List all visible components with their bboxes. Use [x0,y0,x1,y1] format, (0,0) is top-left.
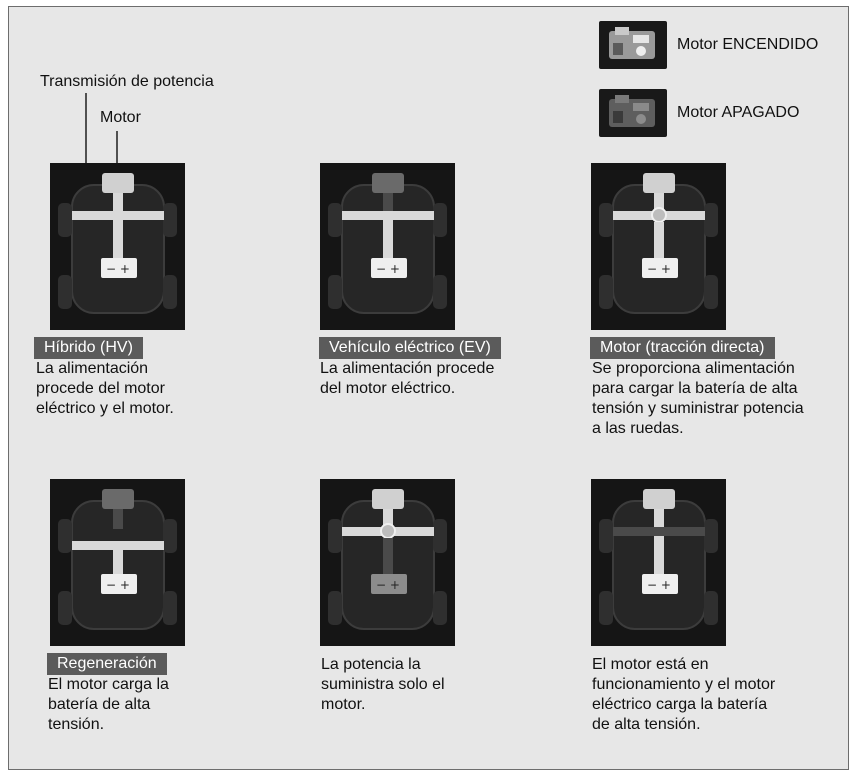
mode-desc-line: La alimentación procede [320,360,495,377]
mode-badge-engine-direct: Motor (tracción directa) [590,337,775,359]
mode-desc-line: de alta tensión. [592,716,701,733]
mode-badge-regeneration: Regeneración [47,653,167,675]
svg-text:− +: − + [106,578,130,592]
svg-text:− +: − + [376,262,400,276]
mode-desc-line: suministra solo el [321,676,445,693]
car-flow-engine-charging-icon: − + [599,489,718,630]
mode-desc-engine-charging: El motor está en funcionamiento y el mot… [592,655,832,735]
car-flow-engine-only-icon: − + [328,489,447,630]
engine-on-icon [599,21,667,69]
car-flow-hybrid-icon: − + [58,173,177,314]
callout-engine: Motor [100,109,141,126]
legend-engine-off-label: Motor APAGADO [677,104,800,121]
mode-desc-engine-only: La potencia la suministra solo el motor. [321,655,536,715]
callout-transmission: Transmisión de potencia [40,73,214,90]
mode-desc-line: La alimentación [36,360,149,377]
mode-tile-engine-only: − + [320,479,455,646]
mode-desc-line: Se proporciona alimentación [592,360,795,377]
mode-desc-line: tensión. [48,716,105,733]
mode-tile-engine-charging: − + [591,479,726,646]
mode-desc-line: eléctrico carga la batería [592,696,768,713]
mode-desc-line: El motor está en [592,656,709,673]
legend-engine-on-label: Motor ENCENDIDO [677,36,819,53]
mode-desc-line: tensión y suministrar potencia [592,400,804,417]
mode-desc-hybrid: La alimentación procede del motor eléctr… [36,359,251,419]
mode-badge-hybrid: Híbrido (HV) [34,337,143,359]
engine-off-icon [599,89,667,137]
mode-tile-ev: − + [320,163,455,330]
car-flow-ev-icon: − + [328,173,447,314]
mode-desc-regeneration: El motor carga la batería de alta tensió… [48,675,263,735]
mode-desc-ev: La alimentación procede del motor eléctr… [320,359,535,399]
svg-text:− +: − + [647,578,671,592]
mode-desc-line: eléctrico y el motor. [36,400,174,417]
mode-tile-regeneration: − + [50,479,185,646]
car-flow-engine-direct-icon: − + [599,173,718,314]
legend-engine-on: Motor ENCENDIDO [599,21,818,69]
mode-badge-ev: Vehículo eléctrico (EV) [319,337,501,359]
mode-desc-engine-direct: Se proporciona alimentación para cargar … [592,359,837,439]
svg-text:− +: − + [106,262,130,276]
mode-desc-line: del motor eléctrico. [320,380,456,397]
svg-text:− +: − + [376,578,400,592]
mode-desc-line: para cargar la batería de alta [592,380,798,397]
mode-desc-line: motor. [321,696,366,713]
mode-tile-engine-direct: − + [591,163,726,330]
mode-desc-line: La potencia la [321,656,421,673]
diagram-panel: Motor ENCENDIDO Motor APAGADO Transmisió… [8,6,849,770]
svg-text:− +: − + [647,262,671,276]
car-flow-regeneration-icon: − + [58,489,177,630]
mode-desc-line: funcionamiento y el motor [592,676,776,693]
mode-desc-line: procede del motor [36,380,165,397]
mode-desc-line: batería de alta [48,696,151,713]
mode-desc-line: a las ruedas. [592,420,684,437]
mode-tile-hybrid: − + [50,163,185,330]
mode-desc-line: El motor carga la [48,676,169,693]
legend-engine-off: Motor APAGADO [599,89,799,137]
